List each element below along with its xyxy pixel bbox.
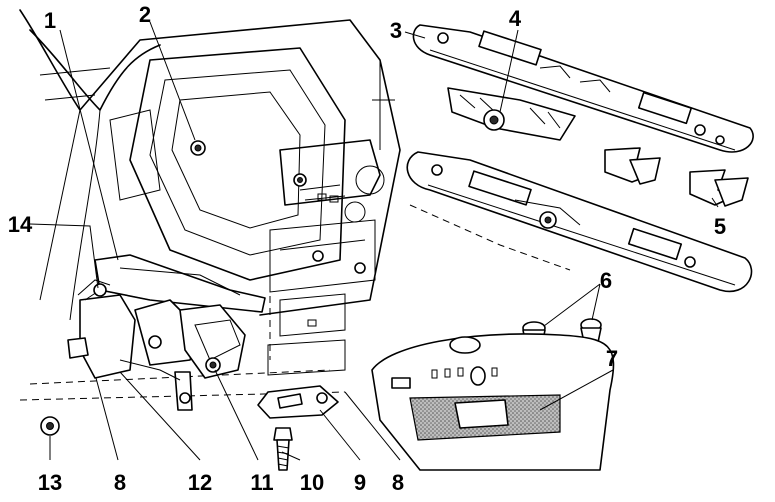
- light-strip-upper: [412, 24, 754, 153]
- callout-3: 3: [390, 18, 402, 43]
- striker-plate: [257, 385, 339, 419]
- callout-9: 9: [354, 470, 366, 495]
- callout-13: 13: [38, 470, 62, 495]
- callout-5: 5: [714, 214, 726, 239]
- callout-2: 2: [139, 2, 151, 27]
- callout-10: 10: [300, 470, 324, 495]
- callout-8b: 8: [392, 470, 404, 495]
- callout-1: 1: [44, 8, 56, 33]
- callout-14: 14: [8, 212, 33, 237]
- light-strip-lower: [406, 151, 753, 293]
- trim-panel: [371, 333, 615, 471]
- callout-4: 4: [509, 6, 522, 31]
- lamp-socket-part: [447, 87, 576, 141]
- callout-8a: 8: [114, 470, 126, 495]
- leader-lines: [29, 21, 719, 461]
- screw-part: [273, 427, 293, 471]
- seal-parts: [604, 147, 749, 207]
- callout-12: 12: [188, 470, 212, 495]
- lock-assembly: [67, 279, 246, 411]
- callout-7: 7: [606, 346, 618, 371]
- nut-part: [40, 416, 60, 436]
- handle-part: [94, 254, 266, 313]
- callout-labels: 1 2 3 4 5 6 7 8 8 9 10 11 12 13 14: [8, 2, 726, 495]
- callout-11: 11: [250, 470, 273, 495]
- callout-6: 6: [600, 268, 612, 293]
